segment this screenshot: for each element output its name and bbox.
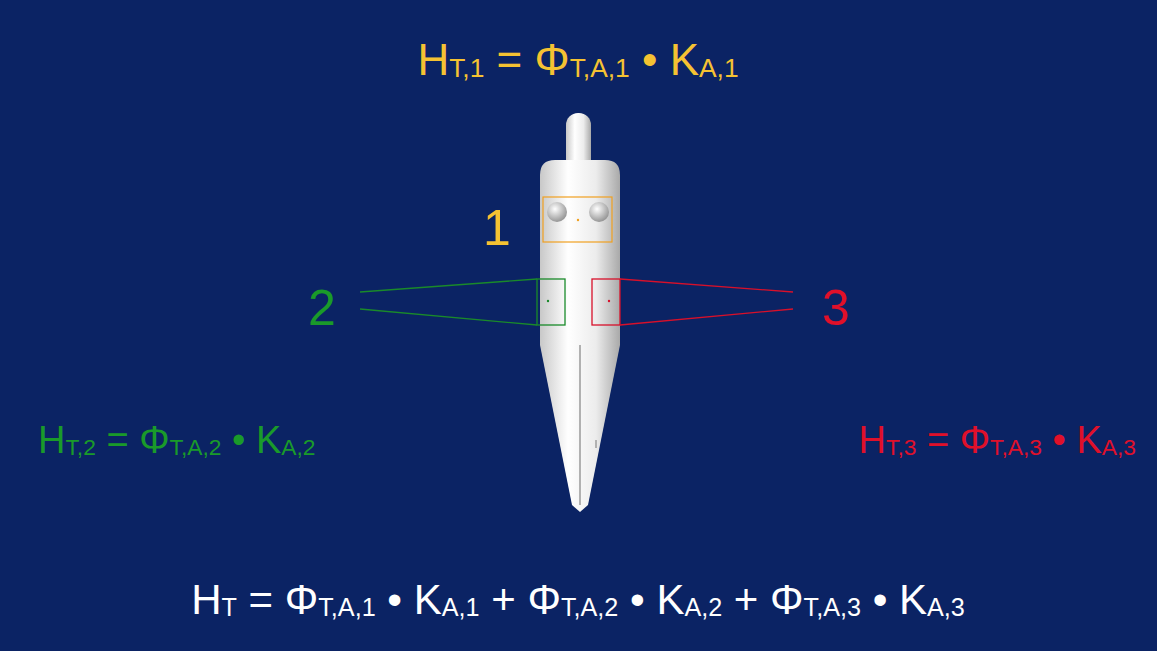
area-center [547, 300, 549, 302]
formula-area-1: HT,1 = ΦT,A,1 • KA,1 [417, 38, 738, 82]
callout-number: 2 [308, 283, 336, 333]
formula-area-2: HT,2 = ΦT,A,2 • KA,2 [38, 421, 315, 459]
view-line [620, 279, 793, 292]
view-line [360, 309, 537, 325]
area-box [537, 279, 565, 325]
area-center [577, 219, 579, 221]
rocket-cone [540, 345, 620, 512]
rocket-body [540, 160, 620, 345]
sensor-ball [589, 202, 609, 222]
view-line [360, 279, 537, 292]
area-box [543, 197, 612, 242]
area-box [592, 279, 620, 325]
formula-total: HT = ΦT,A,1 • KA,1 + ΦT,A,2 • KA,2 + ΦT,… [191, 579, 965, 621]
formula-area-3: HT,3 = ΦT,A,3 • KA,3 [859, 421, 1136, 459]
view-line [620, 309, 793, 325]
area-center [608, 300, 610, 302]
callout-number: 1 [483, 203, 511, 253]
cone-mark [596, 440, 597, 448]
cone-seam [579, 345, 581, 505]
sensor-ball [547, 202, 567, 222]
callout-number: 3 [822, 283, 850, 333]
